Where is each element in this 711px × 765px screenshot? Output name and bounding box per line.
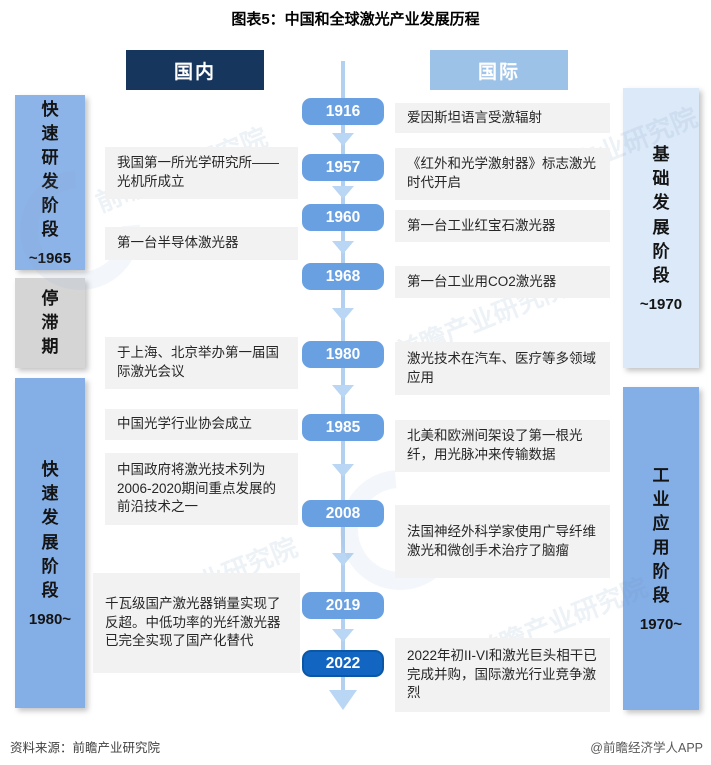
event-box-domestic: 中国政府将激光技术列为2006-2020期间重点发展的前沿技术之一	[105, 453, 298, 525]
stage-name: 工业应用阶段	[652, 465, 670, 606]
event-box-domestic: 我国第一所光学研究所——光机所成立	[105, 147, 298, 199]
year-pill-1957: 1957	[302, 154, 384, 181]
event-box-international: 第一台工业红宝石激光器	[395, 210, 610, 242]
event-box-international: 《红外和光学激射器》标志激光时代开启	[395, 148, 610, 200]
stage-name: 快速研发阶段	[41, 99, 59, 240]
timeline-arrow-icon	[332, 186, 354, 199]
event-box-international: 2022年初II-VI和激光巨头相干已完成并购，国际激光行业竞争激烈	[395, 638, 610, 712]
header-international: 国际	[430, 50, 568, 90]
timeline-end-arrow-icon	[329, 690, 357, 710]
stage-rapid-rd: 快速研发阶段 ~1965	[15, 95, 85, 270]
event-box-domestic: 千瓦级国产激光器销量实现了反超。中低功率的光纤激光器已完全实现了国产化替代	[93, 573, 300, 673]
stage-year: 1970~	[639, 616, 683, 634]
timeline-arrow-icon	[332, 308, 354, 321]
event-box-international: 第一台工业用CO2激光器	[395, 266, 610, 298]
stage-stagnation: 停滞期	[15, 278, 85, 368]
stage-name: 基础发展阶段	[652, 145, 670, 285]
year-pill-2019: 2019	[302, 592, 384, 619]
timeline-arrow-icon	[332, 133, 354, 146]
year-pill-1980: 1980	[302, 341, 384, 368]
year-pill-1968: 1968	[302, 263, 384, 290]
event-box-international: 法国神经外科学家使用广导纤维激光和微创手术治疗了脑瘤	[395, 505, 610, 578]
header-domestic: 国内	[126, 50, 264, 90]
credit-note: @前瞻经济学人APP	[590, 741, 703, 755]
stage-industrial-application: 工业应用阶段 1970~	[623, 387, 699, 710]
timeline-arrow-icon	[332, 241, 354, 254]
event-box-domestic: 中国光学行业协会成立	[105, 409, 298, 440]
event-box-domestic: 于上海、北京举办第一届国际激光会议	[105, 337, 298, 389]
year-pill-2008: 2008	[302, 500, 384, 527]
event-box-international: 北美和欧洲间架设了第一根光纤，用光脉冲来传输数据	[395, 420, 610, 472]
stage-name: 快速发展阶段	[41, 460, 59, 600]
event-box-international: 激光技术在汽车、医疗等多领域应用	[395, 342, 610, 395]
timeline-arrow-icon	[332, 553, 354, 566]
stage-year: 1980~	[28, 610, 72, 628]
stage-year: ~1970	[639, 295, 683, 313]
stage-name: 停滞期	[41, 288, 59, 357]
timeline-arrow-icon	[332, 464, 354, 477]
timeline-arrow-icon	[332, 385, 354, 398]
source-note: 资料来源：前瞻产业研究院	[10, 741, 161, 755]
timeline-line	[341, 61, 345, 695]
event-box-international: 爱因斯坦语言受激辐射	[395, 103, 610, 133]
page-title: 图表5：中国和全球激光产业发展历程	[231, 11, 480, 28]
stage-basic-development: 基础发展阶段 ~1970	[623, 88, 699, 368]
year-pill-1960: 1960	[302, 204, 384, 231]
event-box-domestic: 第一台半导体激光器	[105, 227, 298, 260]
year-pill-1985: 1985	[302, 414, 384, 441]
stage-rapid-development: 快速发展阶段 1980~	[15, 378, 85, 708]
year-pill-1916: 1916	[302, 98, 384, 125]
year-pill-2022: 2022	[302, 650, 384, 677]
timeline-arrow-icon	[332, 629, 354, 642]
stage-year: ~1965	[28, 250, 72, 268]
